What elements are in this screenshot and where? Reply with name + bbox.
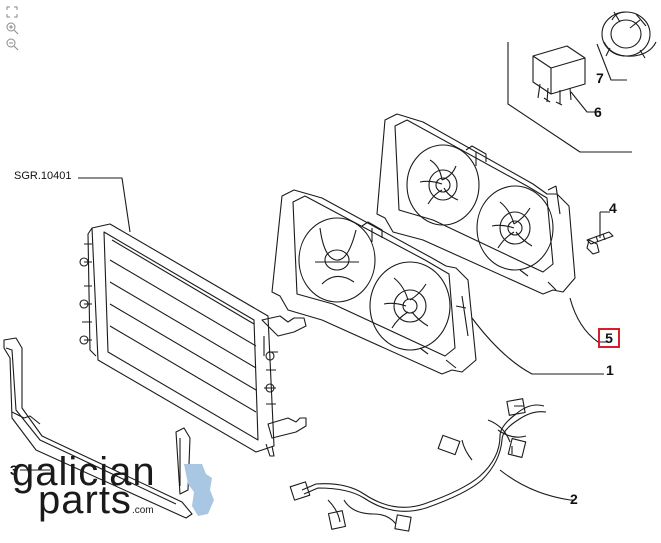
logo-line-1: galician — [12, 450, 156, 494]
callout-5-label: 5 — [605, 330, 613, 346]
zoom-in-button[interactable] — [4, 22, 20, 35]
watermark-logo: galician parts.com — [12, 450, 214, 525]
radiator[interactable] — [80, 224, 306, 456]
group-reference-label[interactable]: SGR.10401 — [14, 170, 72, 182]
callout-3[interactable]: 3 — [10, 462, 18, 478]
part-4-bolt[interactable] — [587, 232, 613, 254]
part-7-clip[interactable] — [602, 12, 656, 58]
zoom-out-button[interactable] — [4, 38, 20, 51]
zoom-out-icon — [6, 38, 19, 51]
part-1-fan-assembly[interactable] — [272, 190, 476, 374]
callout-2[interactable]: 2 — [570, 491, 578, 507]
logo-suffix: .com — [131, 505, 154, 516]
callout-4[interactable]: 4 — [609, 200, 617, 216]
callout-7[interactable]: 7 — [596, 70, 604, 86]
part-6-relay[interactable] — [533, 46, 585, 105]
zoom-reset-icon — [6, 6, 18, 18]
zoom-reset-button[interactable] — [4, 5, 20, 18]
part-2-wiring-harness[interactable] — [290, 399, 546, 531]
logo-map-icon — [184, 464, 214, 516]
part-5-fan-shroud[interactable] — [377, 114, 575, 294]
callout-6[interactable]: 6 — [594, 104, 602, 120]
zoom-in-icon — [6, 22, 19, 35]
logo-line-2: parts — [38, 478, 132, 522]
callout-5-highlighted[interactable]: 5 — [598, 328, 620, 348]
callout-1[interactable]: 1 — [606, 362, 614, 378]
